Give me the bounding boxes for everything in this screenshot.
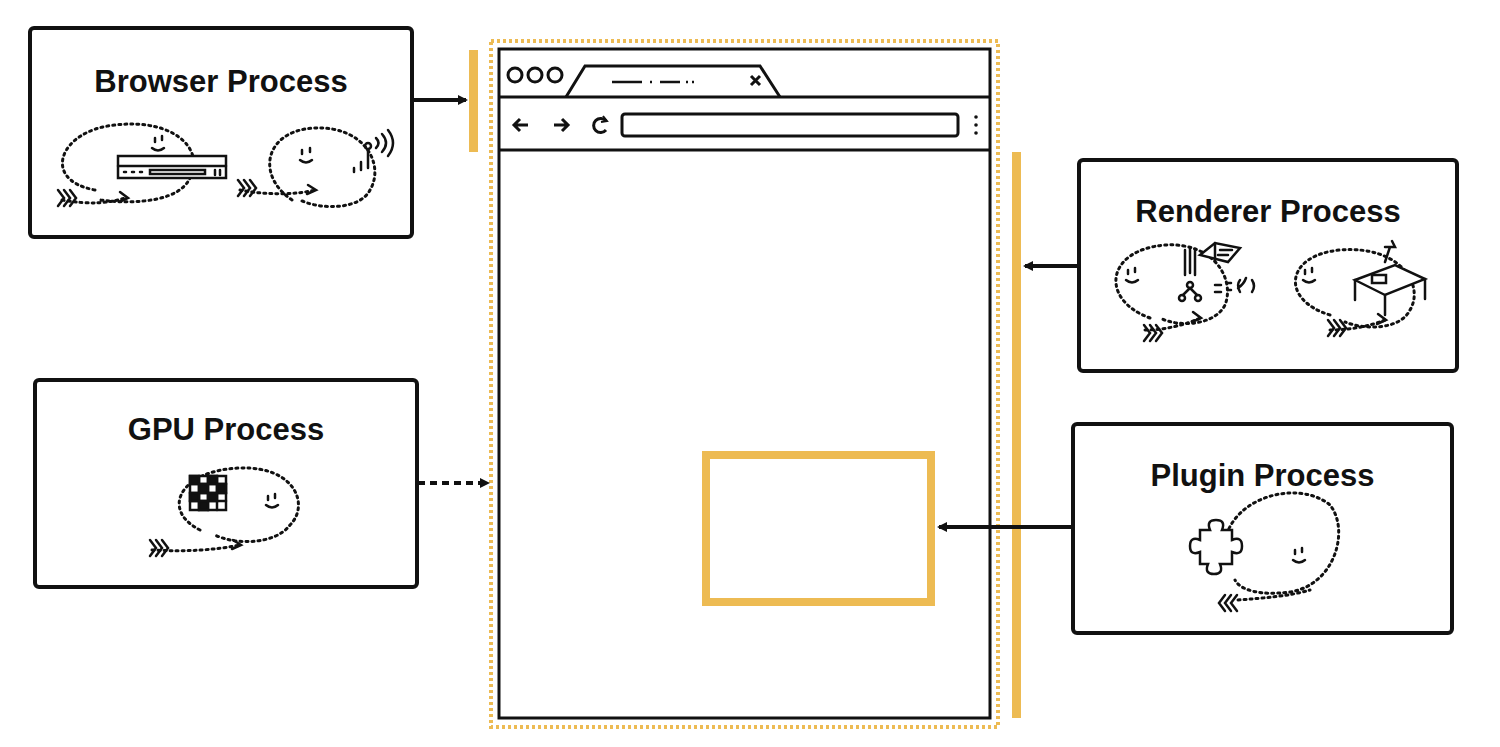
process-box: Renderer Process [1077,158,1459,373]
content-bar [1012,152,1021,718]
process-box: Plugin Process [1071,422,1454,635]
process-box: GPU Process [33,378,419,589]
process-title: Browser Process [32,64,410,100]
process-title: Renderer Process [1081,194,1455,230]
process-title: GPU Process [37,412,415,448]
browser-window [491,41,998,727]
browser-ui-bar [469,50,478,152]
process-box: Browser Process [28,26,414,239]
pointer-arrows [413,100,1077,527]
process-title: Plugin Process [1075,458,1450,494]
